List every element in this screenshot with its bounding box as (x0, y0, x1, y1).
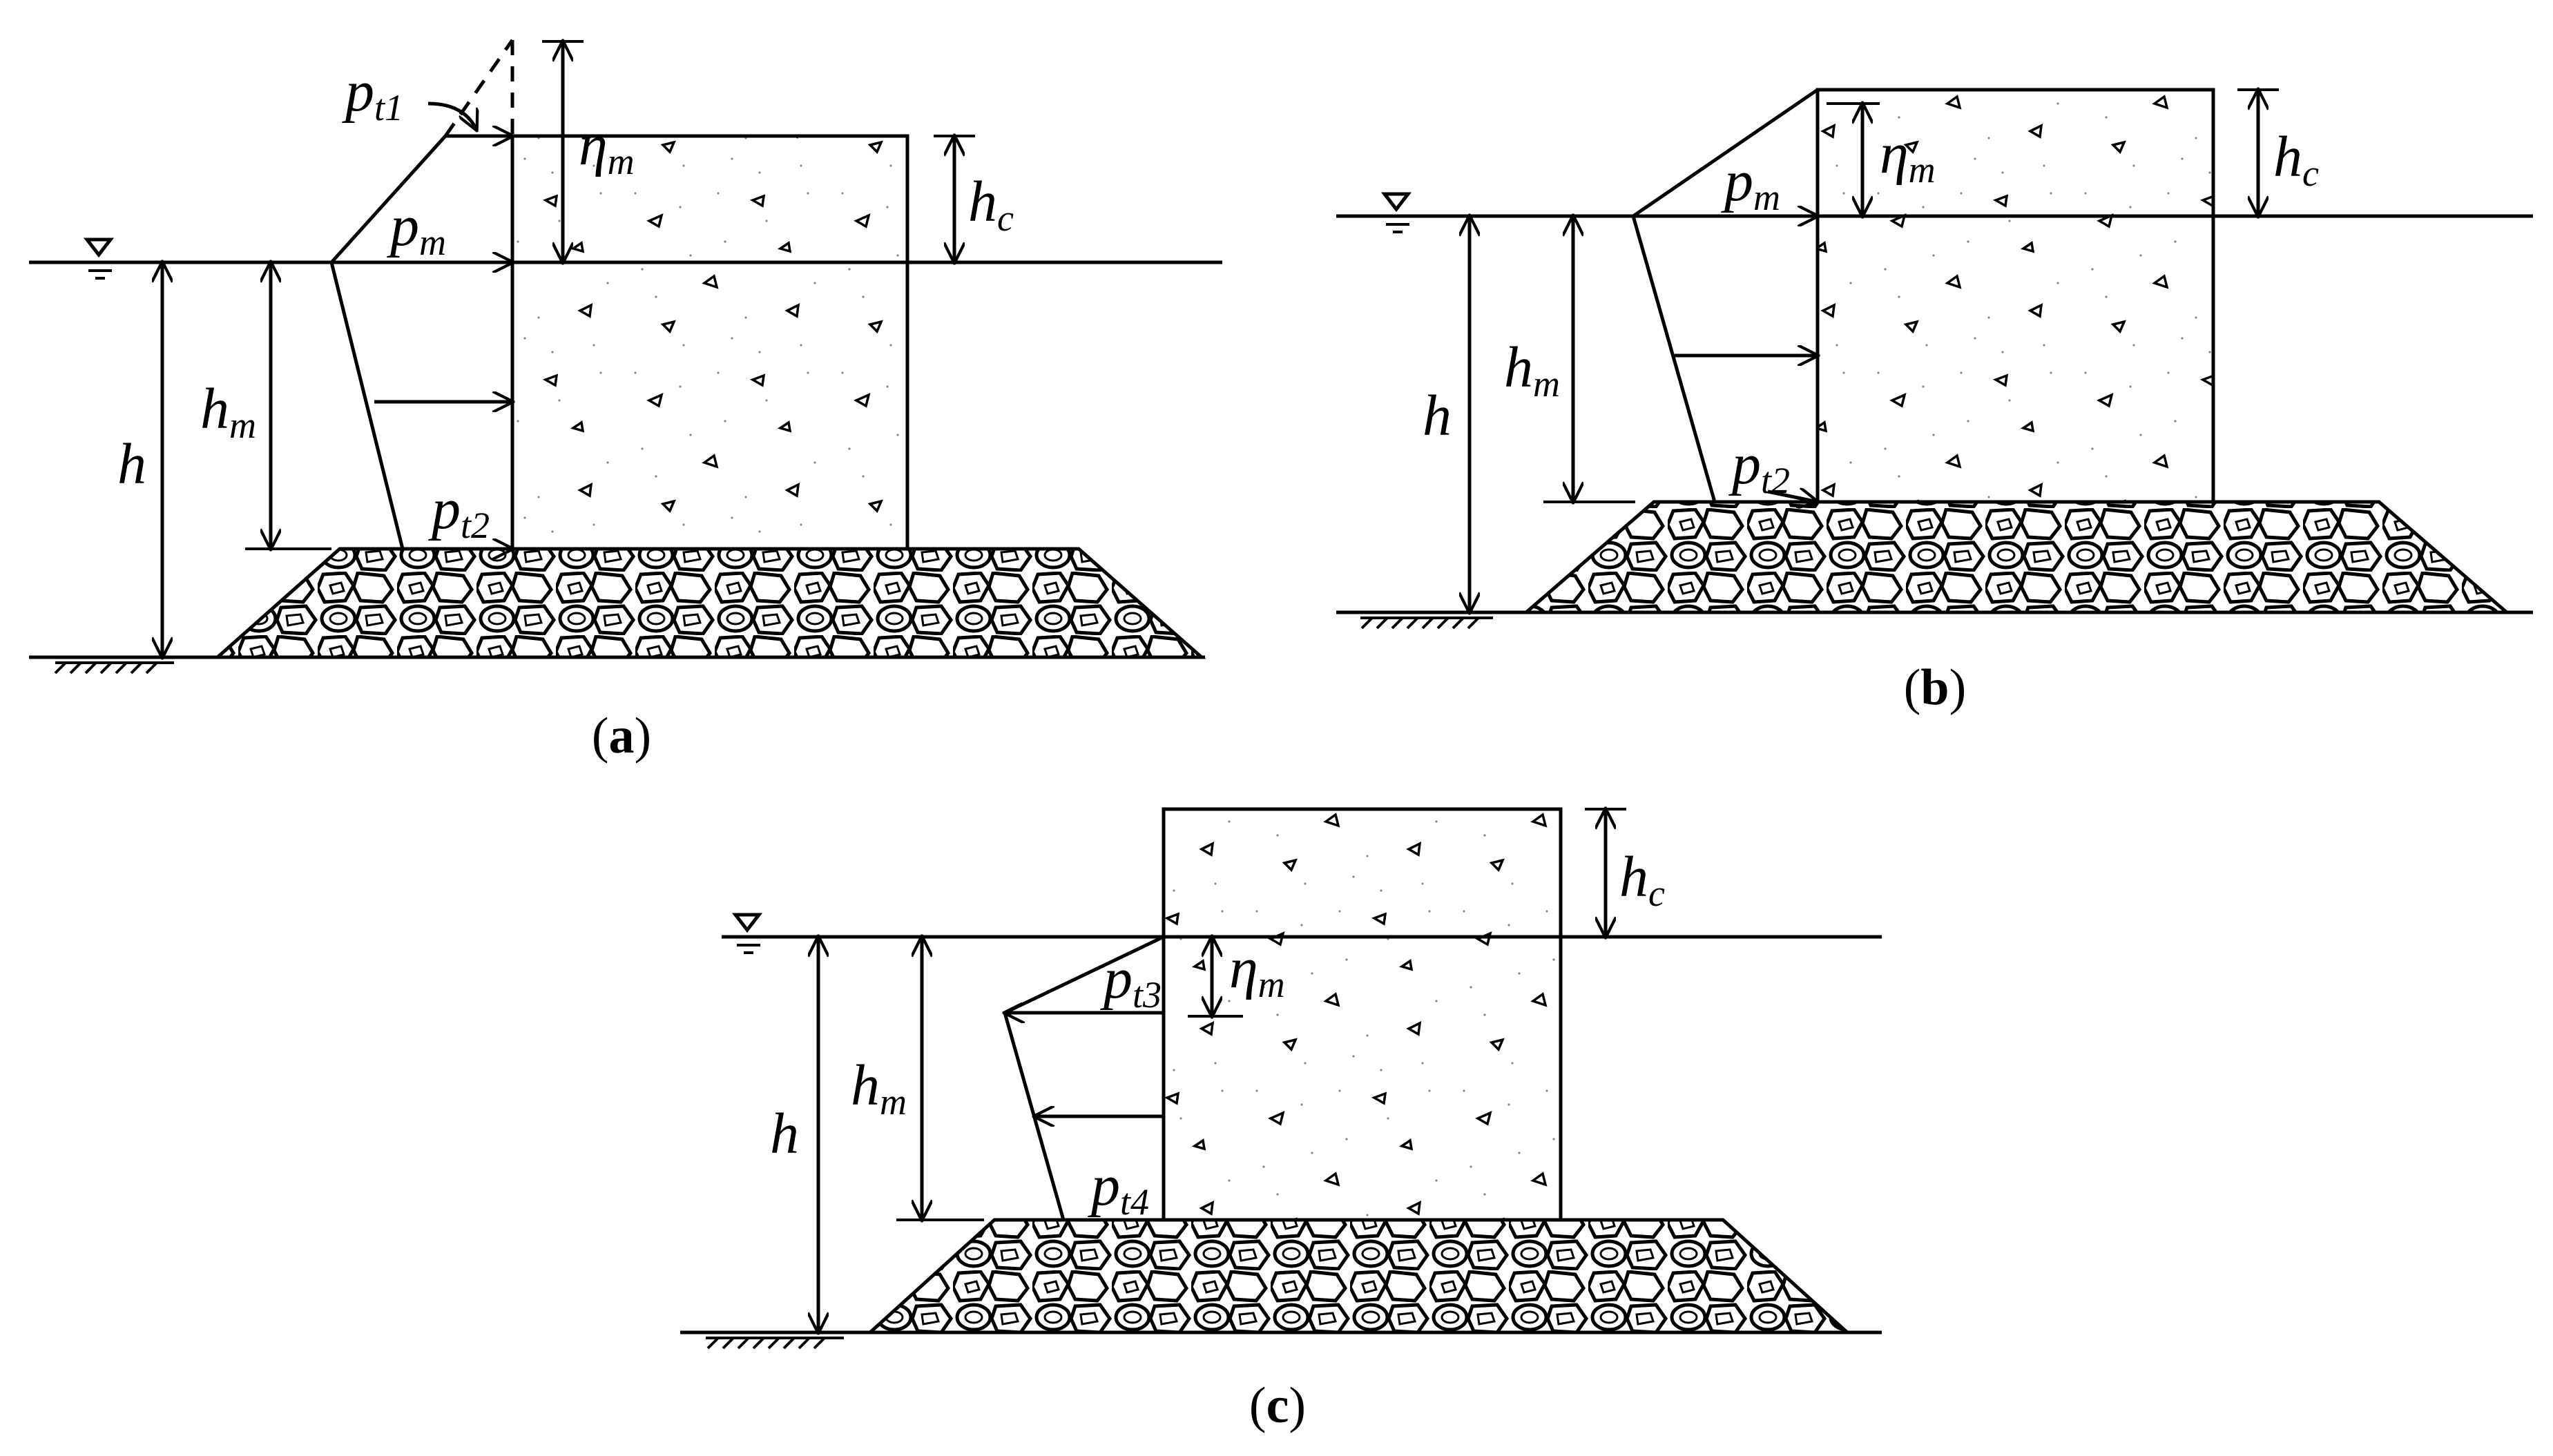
pt1-leader (427, 101, 476, 130)
caption-b: (b) (1904, 659, 1966, 716)
caisson (1162, 807, 1563, 1222)
label-pt1: pt1 (342, 59, 403, 128)
caisson (510, 134, 909, 551)
water-level-icon (81, 237, 119, 280)
pressure-profile (329, 134, 512, 550)
label-pt2: pt2 (428, 477, 490, 546)
label-eta-m: ηm (1229, 936, 1285, 1005)
caption-a: (a) (592, 708, 651, 764)
label-h: h (117, 432, 146, 496)
label-h: h (770, 1102, 799, 1166)
pressure-arrow-bottom (1767, 492, 1818, 502)
ground-hatch-icon (54, 661, 174, 674)
rubble-mound (865, 1218, 1852, 1334)
water-level-icon (1379, 192, 1416, 233)
label-pt4: pt4 (1088, 1154, 1149, 1223)
label-pm: pm (387, 194, 446, 263)
label-hm: hm (851, 1054, 907, 1123)
label-eta-m: ηm (1880, 122, 1936, 191)
panel-b: ηm hc pm hm h pt2 (b) (1336, 90, 2533, 716)
label-hc: hc (968, 170, 1014, 239)
label-hm: hm (1504, 336, 1560, 405)
label-hm: hm (200, 377, 256, 446)
panel-a: pt1 ηm hc pm hm h pt2 (a) (29, 40, 1222, 764)
ground-hatch-icon (1360, 617, 1493, 630)
ground-hatch-icon (706, 1337, 844, 1350)
label-pt3: pt3 (1100, 947, 1162, 1016)
panel-c: hc pt3 ηm hm h pt4 (c) (680, 809, 1882, 1434)
dashed-extension (443, 39, 514, 137)
label-pt2: pt2 (1728, 432, 1790, 501)
label-pm: pm (1721, 149, 1780, 218)
label-eta-m: ηm (579, 113, 635, 182)
label-hc: hc (1619, 845, 1665, 914)
rubble-mound (213, 547, 1206, 659)
label-hc: hc (2273, 125, 2319, 194)
label-h: h (1423, 384, 1452, 448)
caption-c: (c) (1249, 1377, 1306, 1434)
caisson (1815, 88, 2215, 504)
water-level-icon (730, 913, 767, 954)
rubble-mound (1521, 500, 2512, 614)
